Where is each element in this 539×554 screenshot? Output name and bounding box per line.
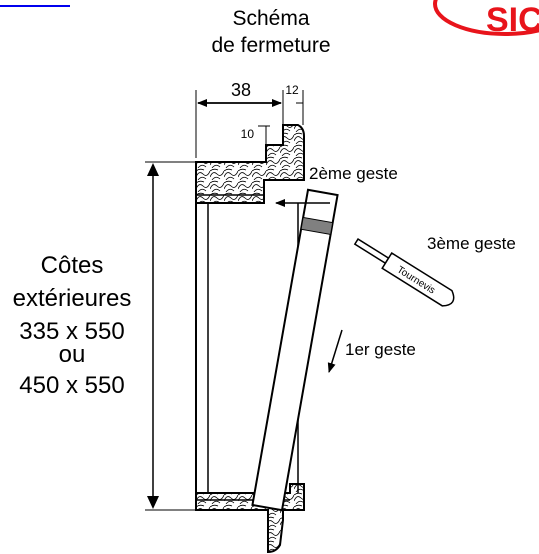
note-line-5: 450 x 550 [19,372,124,399]
depth-dimension: 38 [231,80,251,100]
first-step-arrow [327,329,343,373]
second-step-label: 2ème geste [309,164,398,183]
third-step-label: 3ème geste [427,234,516,253]
frame-bottom [195,483,305,554]
dimension-top: 38 12 10 [195,80,304,158]
logo-text: SIC [486,1,539,39]
exterior-dimensions-note: Côtes extérieures 335 x 550 ou 450 x 550 [13,252,132,399]
note-line-2: extérieures [13,285,132,312]
note-line-3: 335 x 550 [19,318,124,345]
title-line-2: de fermeture [211,34,330,57]
note-line-4: ou [59,341,86,368]
note-line-1: Côtes [41,252,104,279]
sic-logo: SIC [433,0,539,39]
door-panel [251,188,339,512]
title-line-1: Schéma [232,7,309,30]
step-dimension: 10 [241,127,255,141]
lip-dimension: 12 [285,83,299,97]
first-step-label: 1er geste [345,340,416,359]
height-dimension [145,161,196,511]
latch-band [300,216,334,236]
